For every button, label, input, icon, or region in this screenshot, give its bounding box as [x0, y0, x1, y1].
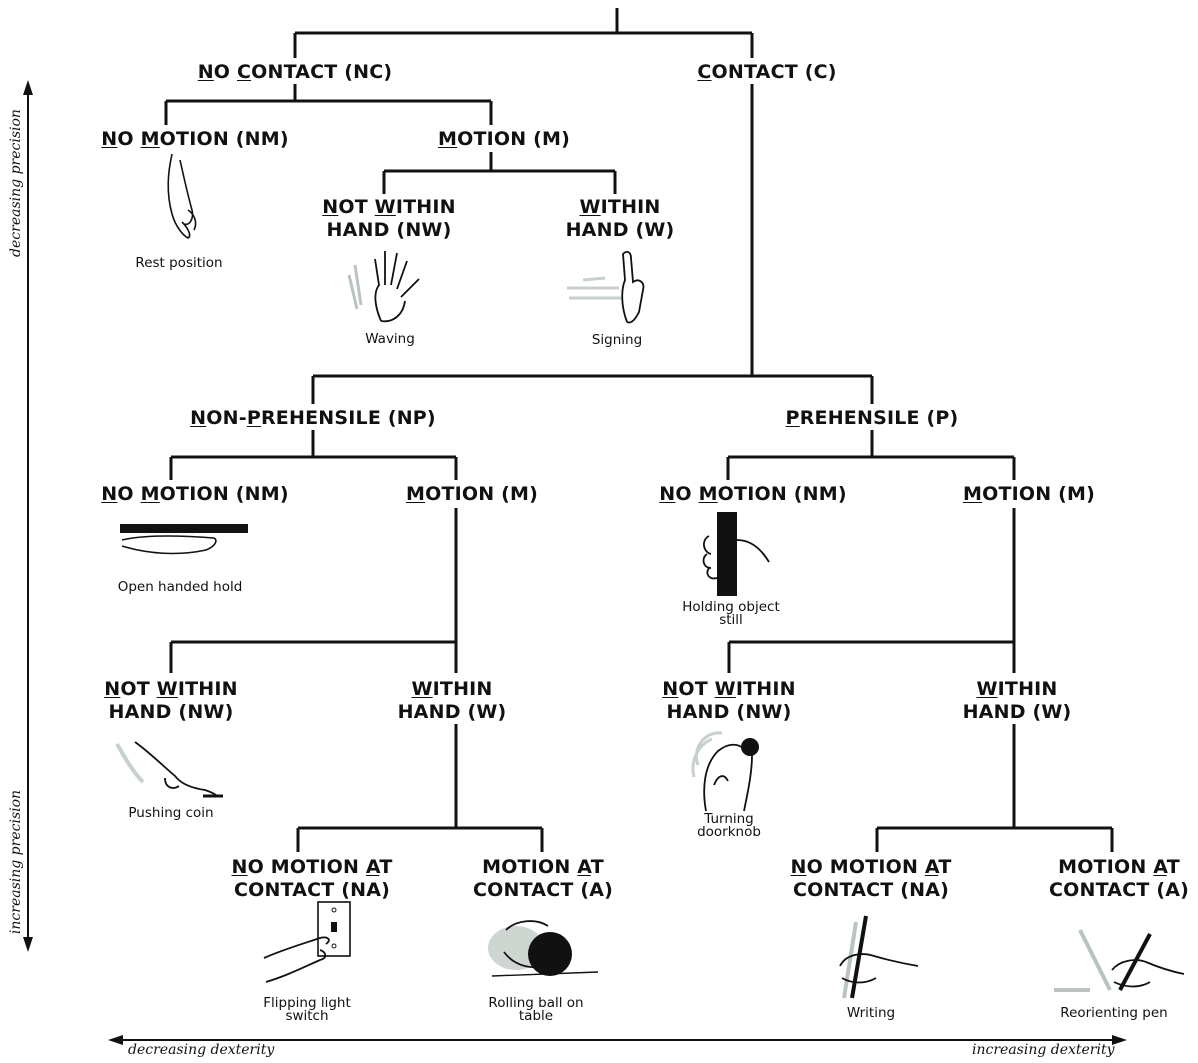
edge-p: [726, 430, 1016, 480]
flipping-light-switch-icon: [263, 901, 351, 983]
edge-c: [311, 84, 874, 404]
pushing-coin-hand-icon: [115, 741, 223, 798]
caption-signing: Signing: [591, 332, 643, 348]
rest-position-hand-icon: [167, 153, 197, 239]
node-p-no-motion: NO MOTION (NM): [659, 483, 847, 505]
edge-nc-m: [382, 152, 617, 194]
caption-waving: Waving: [365, 331, 415, 347]
holding-object-hand-icon: [702, 512, 770, 596]
edge-p-m: [727, 508, 1016, 673]
axis-label-decreasing-precision: decreasing precision: [8, 109, 24, 257]
edge-np-m-w: [296, 724, 544, 852]
node-no-contact: NO CONTACT (NC): [197, 61, 393, 83]
open-hand-hold-icon: [120, 524, 248, 555]
axis-label-increasing-dexterity: increasing dexterity: [972, 1042, 1115, 1058]
node-nc-no-motion: NO MOTION (NM): [101, 128, 289, 150]
caption-rest-position: Rest position: [135, 255, 223, 271]
caption-writing: Writing: [846, 1005, 896, 1021]
node-prehensile: PREHENSILE (P): [785, 407, 959, 429]
caption-open-handed-hold: Open handed hold: [117, 579, 243, 595]
node-contact: CONTACT (C): [697, 61, 837, 83]
dexterity-axis-arrow: [108, 1035, 1127, 1045]
node-nc-motion: MOTION (M): [437, 128, 571, 150]
signing-hand-icon: [567, 251, 645, 324]
axis-label-increasing-precision: increasing precision: [8, 789, 24, 935]
edge-root: [293, 8, 754, 58]
edge-nc: [164, 84, 493, 125]
edge-np-m: [169, 508, 458, 673]
node-non-prehensile: NON-PREHENSILE (NP): [190, 407, 436, 429]
edge-p-m-w: [875, 724, 1114, 852]
node-np-motion: MOTION (M): [405, 483, 539, 505]
tree-edges: [164, 8, 1114, 852]
rolling-ball-hand-icon: [488, 920, 599, 977]
caption-reorienting-pen: Reorienting pen: [1060, 1005, 1168, 1021]
turning-doorknob-hand-icon: [691, 731, 759, 812]
caption-pushing-coin: Pushing coin: [128, 805, 214, 821]
precision-axis-arrow: [23, 80, 33, 952]
writing-hand-icon: [839, 915, 919, 999]
axis-label-decreasing-dexterity: decreasing dexterity: [128, 1042, 275, 1058]
reorienting-pen-hand-icon: [1054, 929, 1185, 992]
node-p-motion: MOTION (M): [962, 483, 1096, 505]
node-np-no-motion: NO MOTION (NM): [101, 483, 289, 505]
edge-np: [169, 430, 458, 480]
waving-hand-icon: [347, 251, 420, 323]
